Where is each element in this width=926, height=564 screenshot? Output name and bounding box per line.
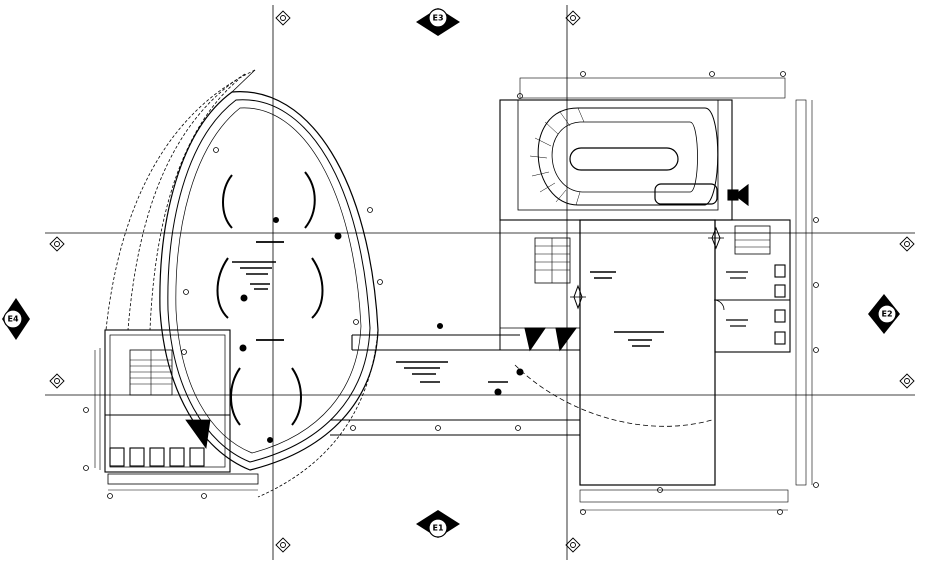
elevation-label-west: E4 (7, 315, 18, 324)
elevation-marker-east: E2 (868, 294, 900, 334)
dimension-ticks (83, 71, 819, 515)
elevation-marker-south: E1 (416, 510, 460, 538)
elevation-marker-north: E3 (416, 8, 460, 36)
right-building (499, 77, 813, 511)
elevation-marker-west: E4 (2, 298, 30, 340)
grid-bubbles (49, 10, 915, 553)
grid-lines (45, 5, 915, 560)
oval-hall (105, 69, 379, 498)
elevation-label-east: E2 (881, 310, 892, 319)
elevation-label-south: E1 (432, 524, 443, 533)
service-block-left (94, 329, 259, 491)
elevation-label-north: E3 (432, 14, 443, 23)
connecting-corridor (330, 322, 580, 436)
